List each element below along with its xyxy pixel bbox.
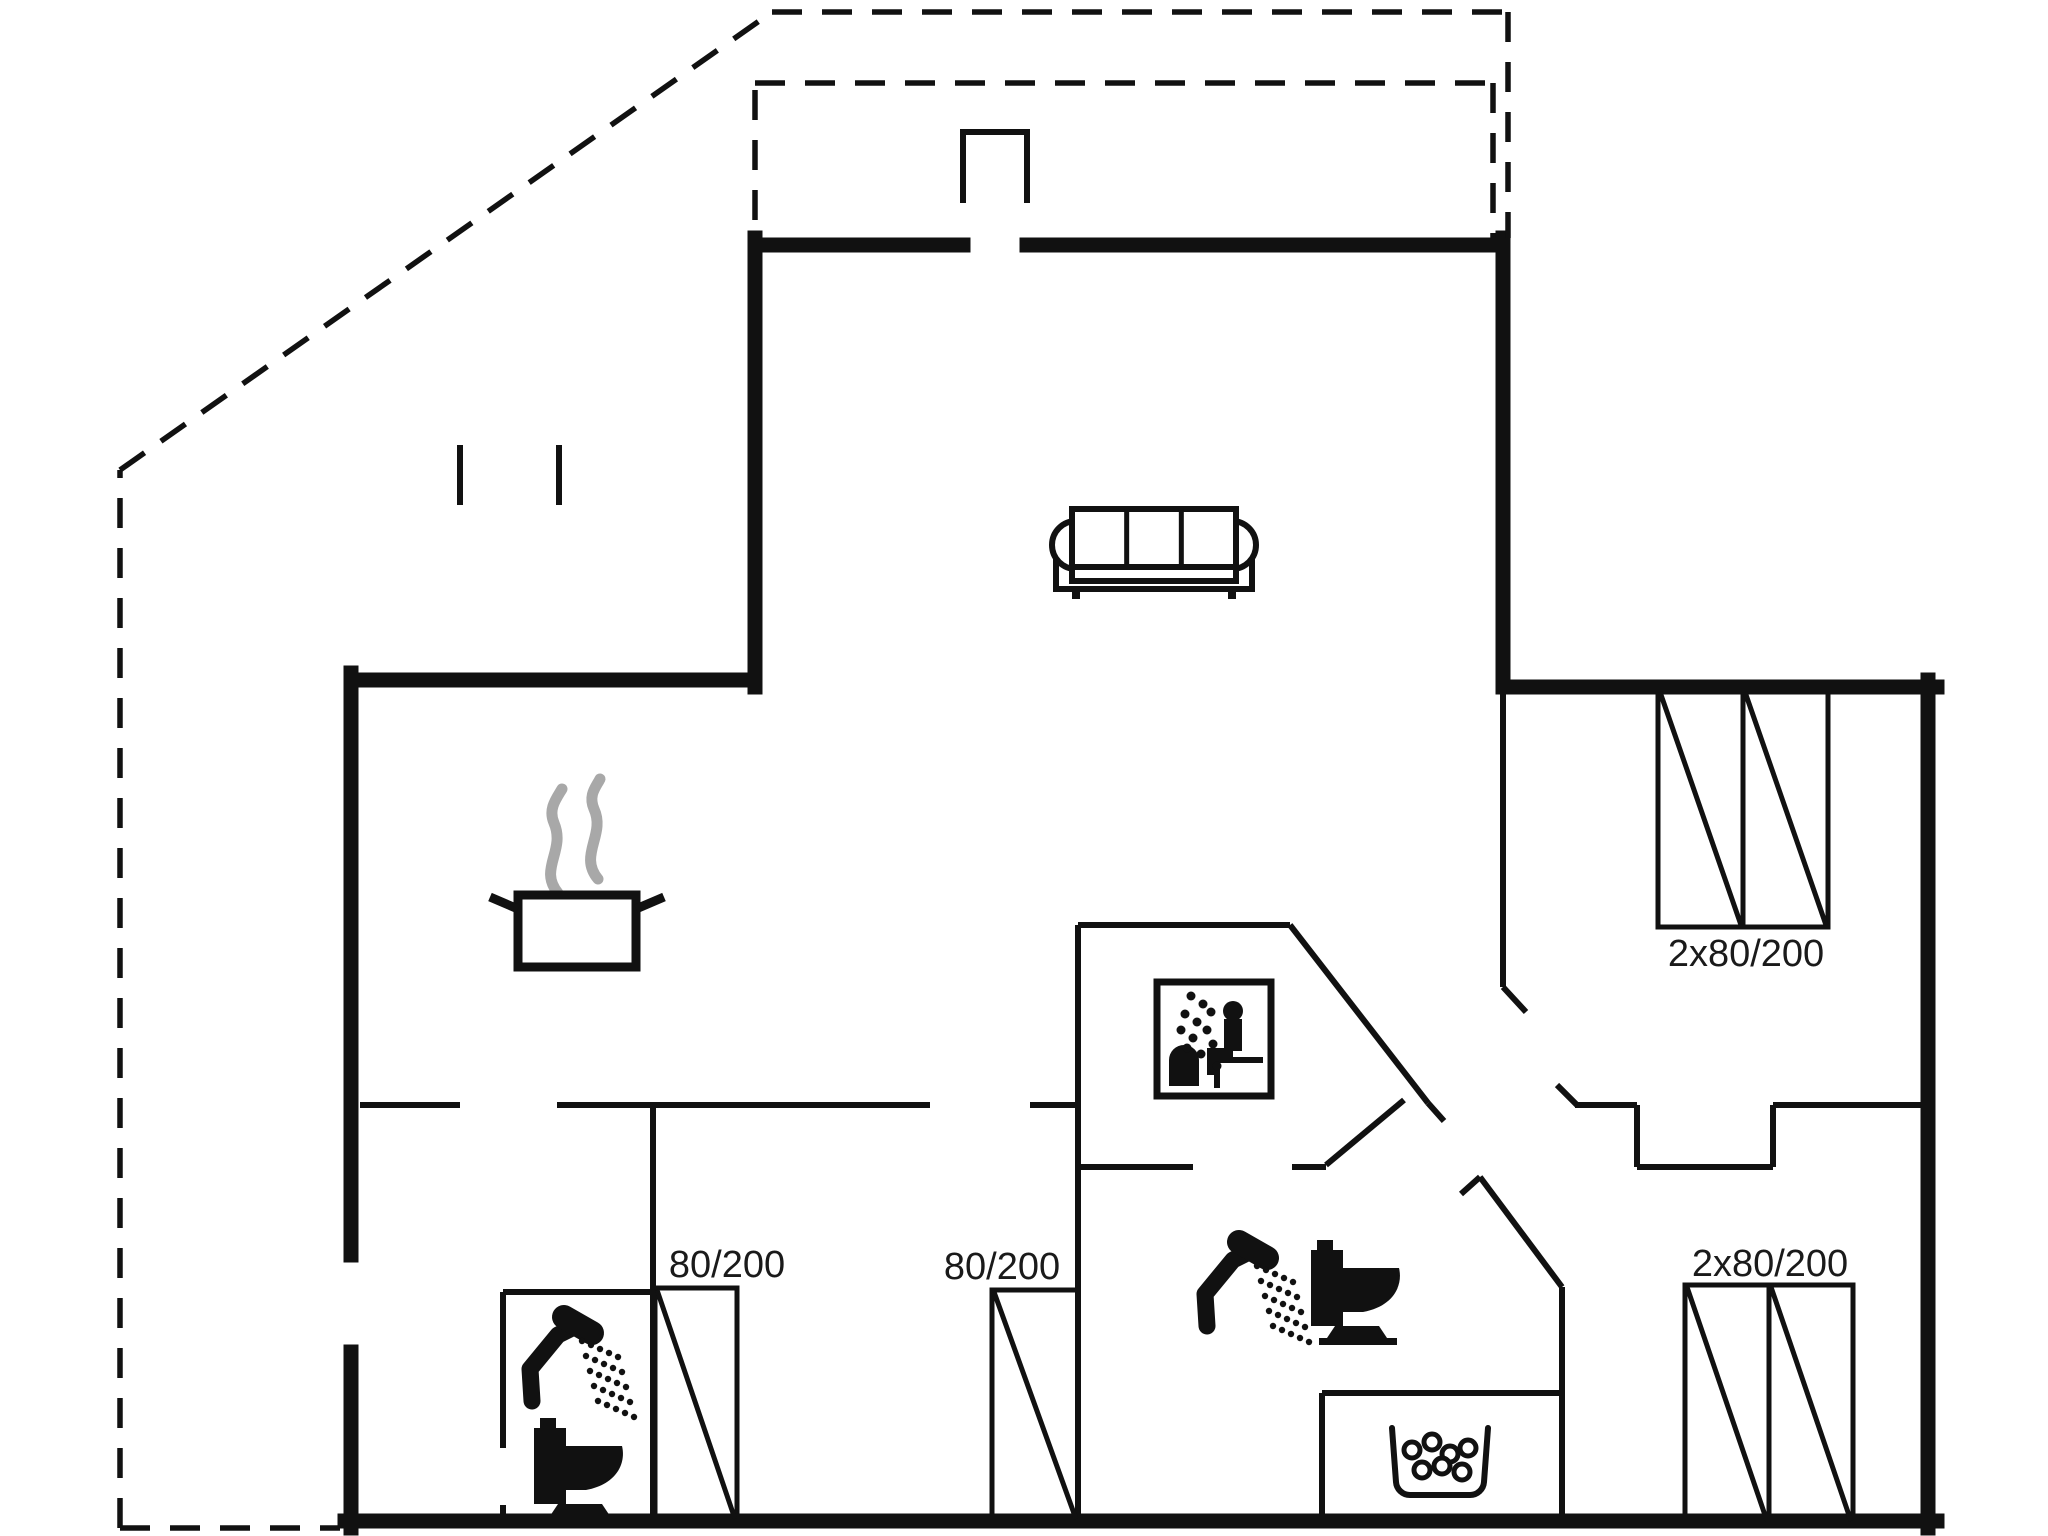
terrace-dashed-outline bbox=[117, 9, 1511, 1531]
wardrobe-label-bedroom-a: 80/200 bbox=[669, 1244, 785, 1286]
wardrobe-label-bedroom-b: 80/200 bbox=[944, 1246, 1060, 1288]
furniture-icons bbox=[488, 506, 1491, 1523]
shower-icon-wc bbox=[521, 1305, 638, 1421]
wardrobe-label-bedroom-bottom-right: 2x80/200 bbox=[1692, 1243, 1848, 1285]
wardrobe-bedroom-a bbox=[652, 1285, 740, 1524]
wardrobe-bedroom-top-right bbox=[1655, 687, 1831, 930]
dimension-labels: 80/200 80/200 2x80/200 2x80/200 bbox=[669, 933, 1848, 1288]
wardrobe-bedroom-bottom-right bbox=[1682, 1282, 1856, 1526]
cooking-pot-icon bbox=[488, 773, 666, 972]
wardrobe-bedroom-b bbox=[989, 1287, 1081, 1524]
sauna-icon bbox=[1153, 978, 1275, 1100]
toilet-icon-bathroom bbox=[1311, 1240, 1400, 1345]
sofa-icon bbox=[1049, 506, 1259, 599]
shower-icon-bathroom bbox=[1196, 1230, 1313, 1346]
toilet-icon-wc bbox=[534, 1418, 623, 1523]
whirlpool-icon bbox=[1389, 1425, 1491, 1499]
wardrobe-symbols bbox=[652, 687, 1856, 1526]
wardrobe-label-bedroom-top-right: 2x80/200 bbox=[1668, 933, 1824, 975]
